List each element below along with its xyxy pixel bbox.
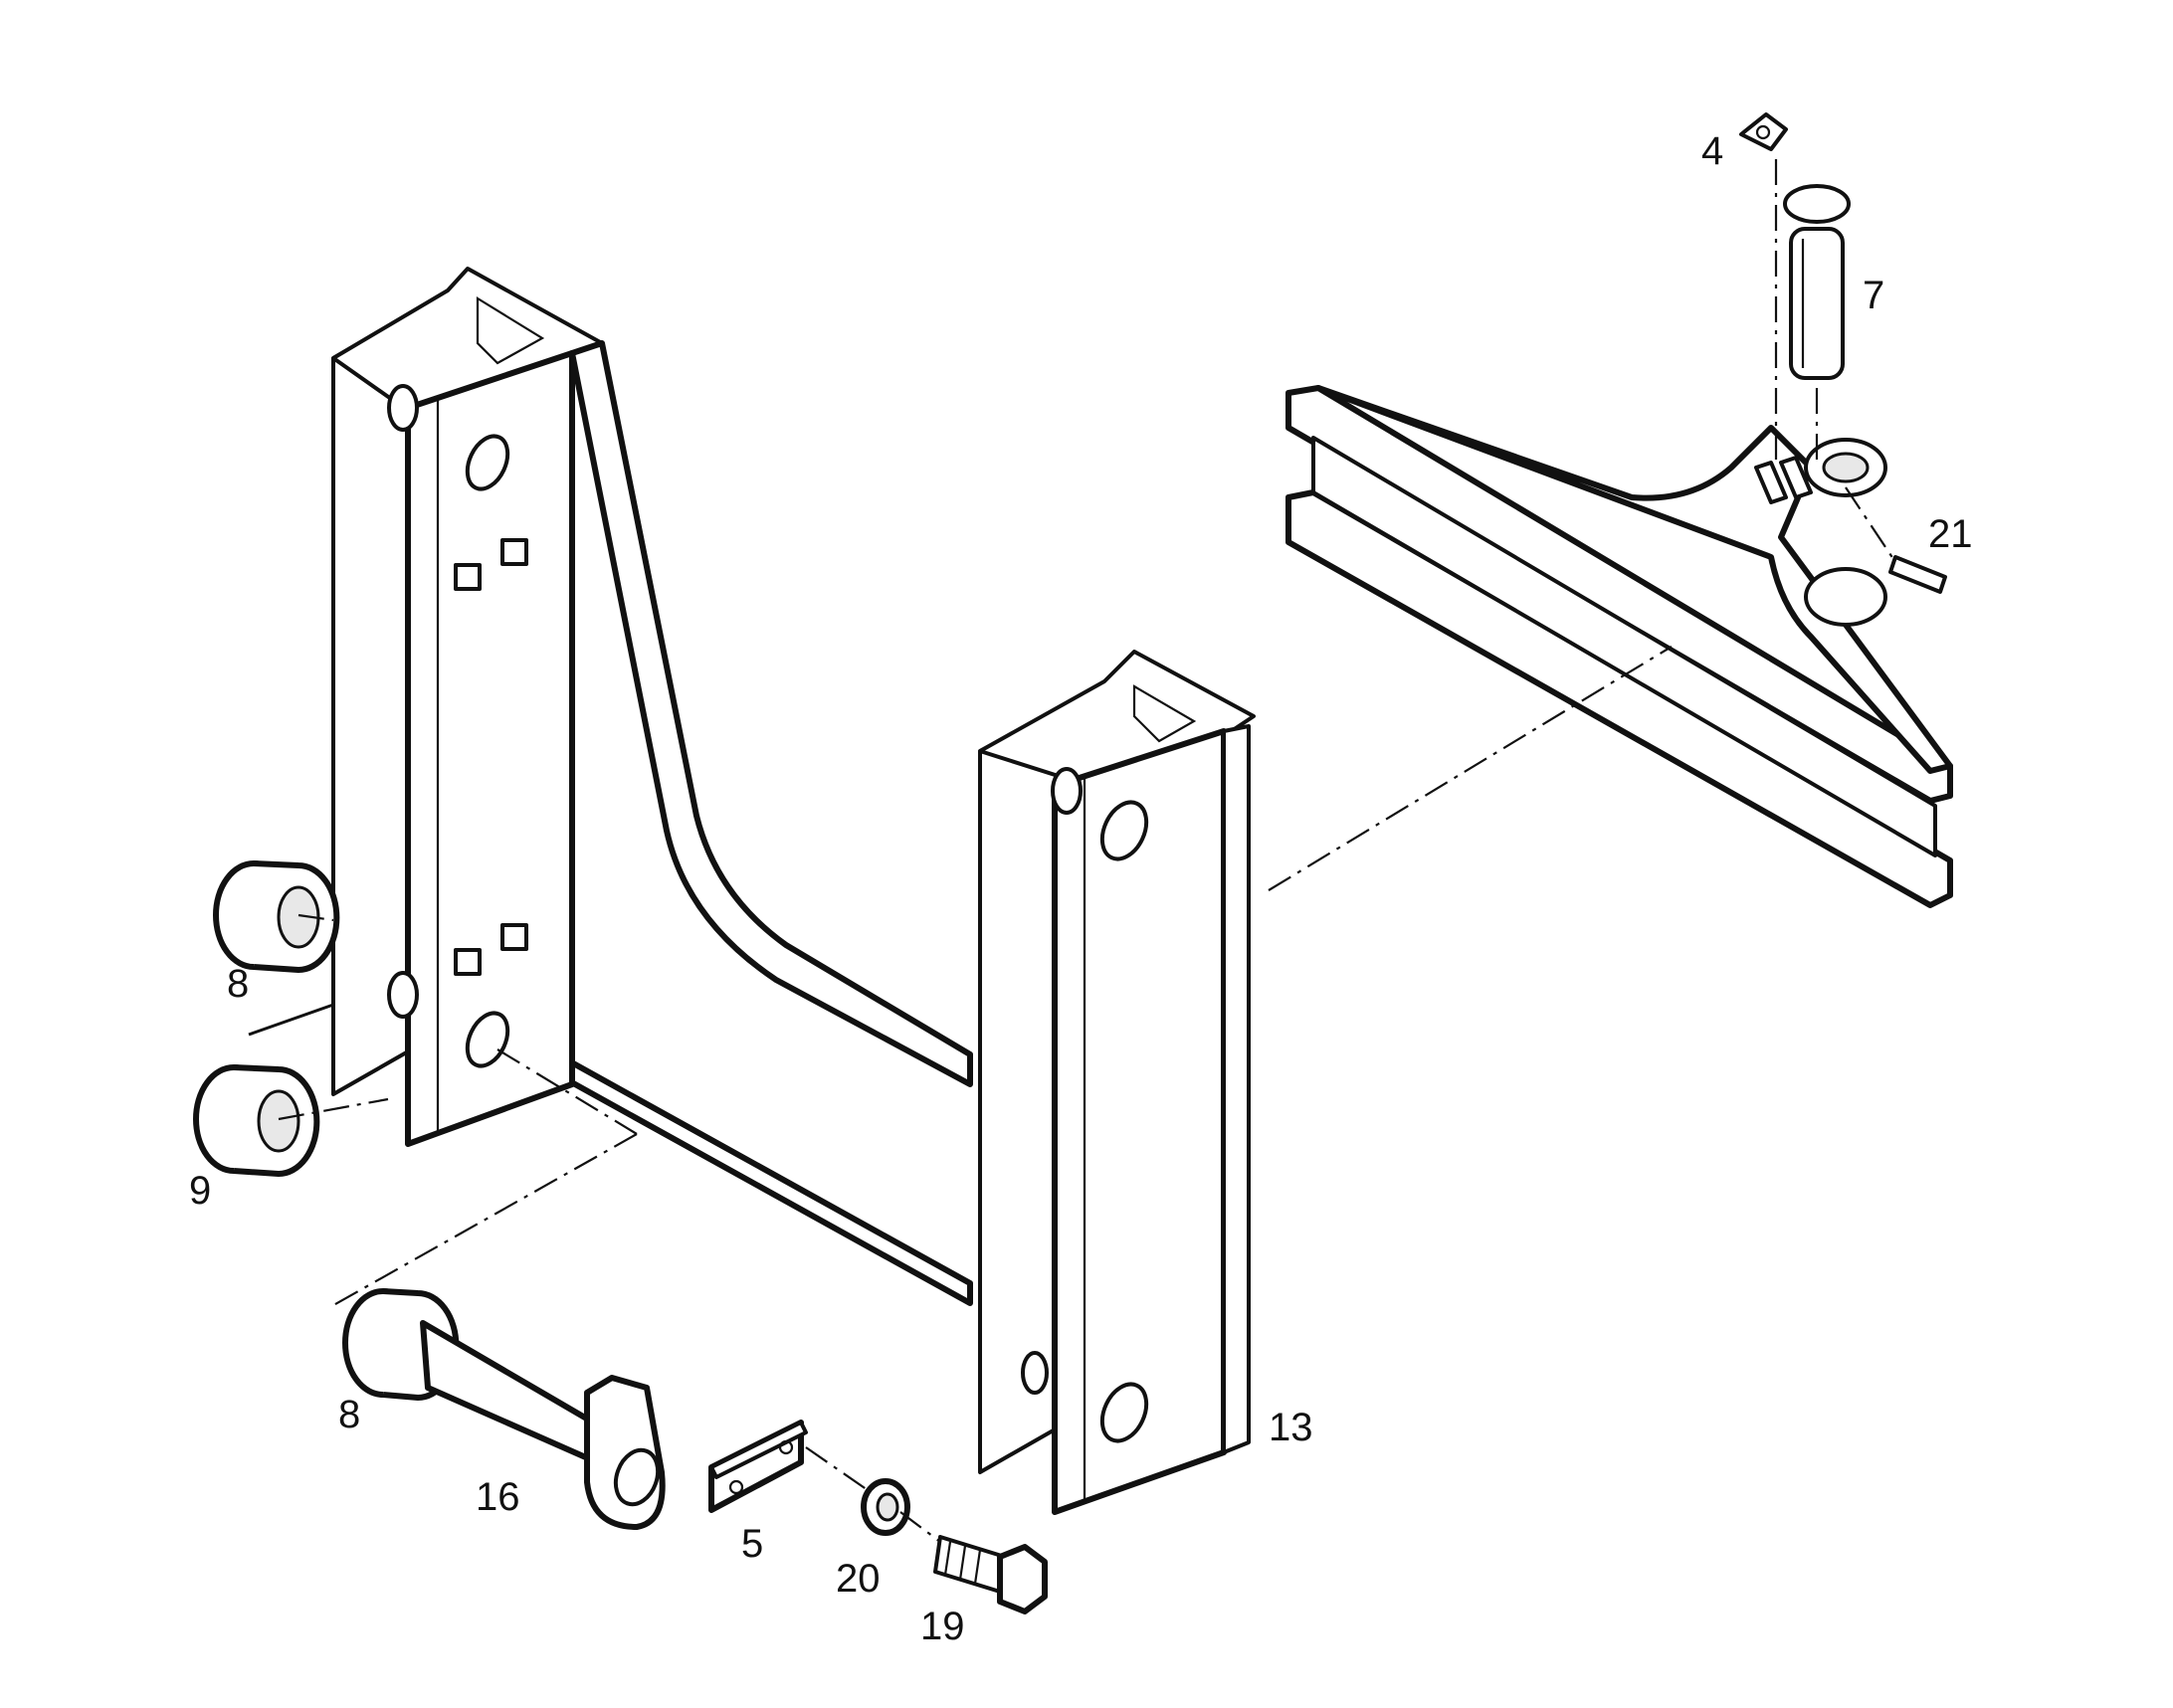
- part-7-pin: [1783, 184, 1851, 380]
- callout-7: 7: [1863, 274, 1884, 317]
- part-20-washer: [861, 1478, 910, 1536]
- callouts: 4 7 21 8 9 8 16 5 20 19 13: [189, 129, 1973, 1648]
- part-5-plate: [708, 1420, 808, 1513]
- callout-8-upper: 8: [227, 962, 249, 1006]
- part-9-roller-lower: [193, 1064, 320, 1177]
- assembly-lines: [248, 159, 1896, 1543]
- callout-9: 9: [189, 1169, 211, 1213]
- callout-4: 4: [1701, 129, 1723, 173]
- part-16-axle: [420, 1320, 666, 1530]
- callout-5: 5: [741, 1522, 763, 1566]
- callout-20: 20: [836, 1557, 881, 1601]
- callout-8-lower: 8: [338, 1393, 360, 1436]
- part-21-split-pin: [1888, 555, 1947, 594]
- part-19-bolt: [933, 1535, 1048, 1614]
- callout-19: 19: [920, 1605, 965, 1648]
- right-upright-frame: [978, 650, 1256, 1515]
- part-8-roller-upper: [213, 860, 340, 973]
- left-upright-frame: [331, 267, 973, 1306]
- callout-21: 21: [1928, 512, 1973, 556]
- part-4-lock-plate: [1739, 112, 1788, 151]
- pivot-clip: [1754, 456, 1813, 504]
- fork-beam: [1285, 385, 1953, 908]
- callout-13: 13: [1269, 1406, 1313, 1449]
- callout-16: 16: [476, 1475, 520, 1519]
